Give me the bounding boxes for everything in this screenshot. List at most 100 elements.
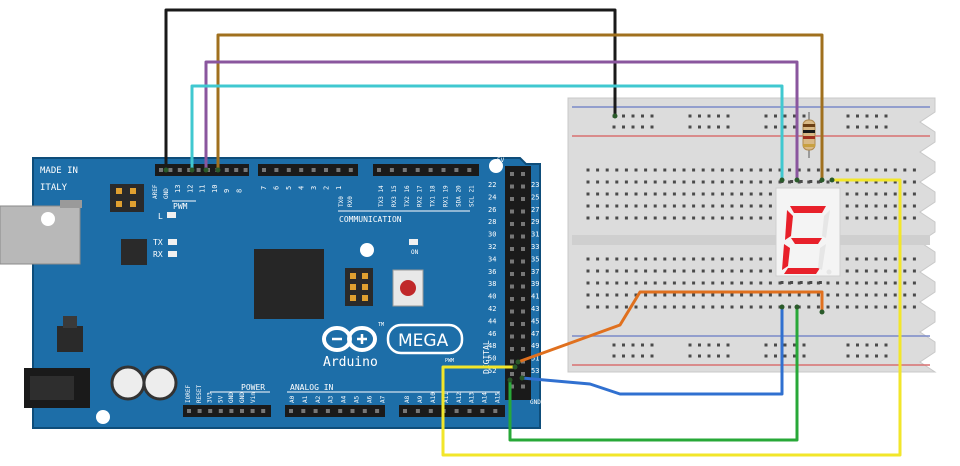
power-pin-label: Vin	[250, 392, 257, 403]
wire-cyan	[190, 84, 784, 182]
wire-end	[519, 375, 525, 381]
header-analog-1	[285, 405, 385, 417]
digital-pin-label: 44	[488, 317, 496, 325]
wire-brown	[216, 33, 824, 182]
wire-end	[819, 177, 825, 183]
digital-pin-label: 41	[531, 293, 539, 301]
digital-pin-label: 32	[488, 243, 496, 251]
l-label: L	[158, 212, 163, 221]
digital-pin-label: 31	[531, 231, 539, 239]
aref-label: AREF	[152, 184, 159, 199]
segment-d	[784, 268, 820, 274]
display-segments	[782, 206, 832, 275]
pwm-pin-label: 11	[199, 185, 207, 193]
wire-end	[794, 177, 800, 183]
mega-label: MEGA	[398, 331, 449, 351]
svg-text:TM: TM	[378, 322, 384, 328]
power-pin-label: IOREF	[185, 385, 192, 403]
communication-label: COMMUNICATION	[339, 215, 402, 224]
rx-label: RX	[153, 250, 163, 259]
digital-pin-label: 51	[531, 355, 539, 363]
wire-end	[163, 167, 169, 173]
wire-end	[794, 304, 800, 310]
comm-pin-label: RX3 15	[391, 185, 398, 207]
comm-pin-label: TX3 14	[378, 185, 385, 207]
digital-pin-label: 33	[531, 243, 539, 251]
digital-pin-label: 34	[488, 255, 496, 263]
comm-pin-label: SCL 21	[468, 185, 475, 207]
digital-pin-label: 22	[488, 181, 496, 189]
icsp-header-center	[345, 268, 373, 306]
breadboard	[567, 97, 937, 373]
wire-end	[203, 167, 209, 173]
segment-f	[785, 210, 793, 240]
comm-pin-label: TX2 16	[404, 185, 411, 207]
wire-end	[515, 359, 521, 365]
digital-pin-label: 36	[488, 268, 496, 276]
power-pin-label: 3V3	[207, 392, 214, 403]
pwm-pin-label: 4	[298, 186, 306, 190]
header-power	[183, 405, 271, 417]
reset-button[interactable]	[392, 269, 424, 307]
arduino-logo: TM	[322, 322, 384, 352]
wire-end	[215, 167, 221, 173]
segment-dp	[826, 269, 832, 275]
analog-pin-label: A10	[430, 392, 437, 403]
analog-pin-label: A7	[379, 395, 386, 403]
l-led	[167, 212, 176, 218]
digital-pin-label: 28	[488, 218, 496, 226]
segment-a	[790, 206, 826, 213]
digital-pin-label: 47	[531, 330, 539, 338]
analog-pin-label: A1	[302, 395, 309, 403]
analog-in-label: ANALOG IN	[290, 383, 334, 392]
header-analog-2	[399, 405, 505, 417]
analog-pin-label: A5	[354, 395, 361, 403]
pwm-pin-label: 12	[186, 185, 194, 193]
power-pin-label: GND	[228, 392, 235, 403]
analog-pin-label: A14	[482, 392, 489, 403]
digital-pin-label: 25	[531, 193, 539, 201]
wire-end	[829, 177, 835, 183]
pwm-label: PWM	[173, 202, 188, 211]
bottom-gnd-label: GND	[530, 399, 541, 406]
power-pin-label: GND	[239, 392, 246, 403]
digital-pin-label: 26	[488, 206, 496, 214]
tx0-label: TX0	[338, 196, 345, 207]
digital-pin-label: 42	[488, 305, 496, 313]
gnd-label: GND	[163, 188, 170, 199]
microcontroller-chip	[254, 249, 324, 319]
header-communication	[373, 164, 479, 176]
wires	[163, 8, 902, 457]
digital-pin-label: 40	[488, 293, 496, 301]
digital-pin-label: 30	[488, 231, 496, 239]
wire-orange	[516, 290, 824, 364]
capacitor-2	[142, 365, 178, 401]
wire-purple	[204, 60, 799, 182]
digital-pin-label: 52	[488, 367, 496, 375]
segment-g	[791, 238, 822, 244]
wire-end	[779, 304, 785, 310]
analog-pin-label: A0	[289, 395, 296, 403]
pwm-pin-label: 9	[223, 189, 231, 193]
digital-pin-label: 29	[531, 218, 539, 226]
pwm-pin-label: 1	[335, 186, 343, 190]
pwm-pin-label: 10	[211, 185, 219, 193]
analog-pin-label: A11	[443, 392, 450, 403]
wire-end	[819, 309, 825, 315]
comm-pin-label: RX2 17	[417, 185, 424, 207]
pwm-side-label: PWM	[445, 358, 454, 364]
rx-led	[168, 251, 177, 257]
digital-pin-label: 27	[531, 206, 539, 214]
header-pwm-left	[155, 164, 249, 176]
pwm-pin-label: 5	[285, 186, 293, 190]
power-pin-label: 5V	[217, 395, 224, 403]
wire-yellow-top	[441, 178, 902, 457]
wire-green	[508, 305, 799, 442]
pwm-pin-label: 8	[236, 189, 244, 193]
arduino-logo-text: Arduino	[323, 355, 378, 370]
on-label: ON	[411, 249, 419, 256]
segment-c	[818, 244, 826, 270]
capacitor-1	[110, 365, 146, 401]
